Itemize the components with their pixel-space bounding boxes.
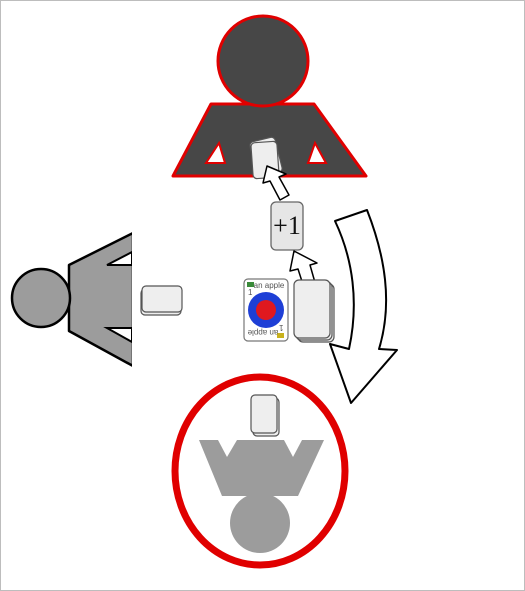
played-card: an apple 1 an apple 1: [243, 278, 289, 342]
card-stack-icon: [293, 279, 335, 343]
played-card-top-text: an apple: [254, 281, 285, 290]
player-bottom-left-gap: [218, 440, 237, 457]
played-card-target-inner: [256, 300, 276, 320]
player-bottom: [171, 373, 349, 569]
card-stack-icon: [140, 285, 183, 316]
player-top-head: [216, 14, 310, 108]
player-bottom-head: [230, 493, 290, 553]
player-left-head: [10, 267, 72, 329]
player-left-top-gap: [106, 250, 132, 266]
played-card-corner-value-bottom: 1: [278, 323, 283, 332]
card-stack-icon: [250, 394, 280, 437]
arrow-icon: [262, 165, 290, 201]
player-left: [67, 232, 132, 367]
player-top-left-gap: [204, 140, 227, 164]
player-top-right-gap: [306, 140, 328, 164]
bonus-card-label: +1: [273, 211, 301, 240]
curved-arrow-icon: [329, 209, 398, 404]
played-card-corner-value: 1: [248, 288, 253, 297]
played-card-bottom-text: an apple: [247, 328, 278, 337]
player-left-bottom-gap: [103, 327, 132, 344]
bonus-card: +1: [270, 201, 304, 251]
player-left-body: [67, 232, 132, 367]
player-bottom-right-gap: [284, 440, 302, 457]
player-bottom-body: [199, 440, 324, 496]
player-bottom-highlight-ring: [171, 373, 349, 569]
